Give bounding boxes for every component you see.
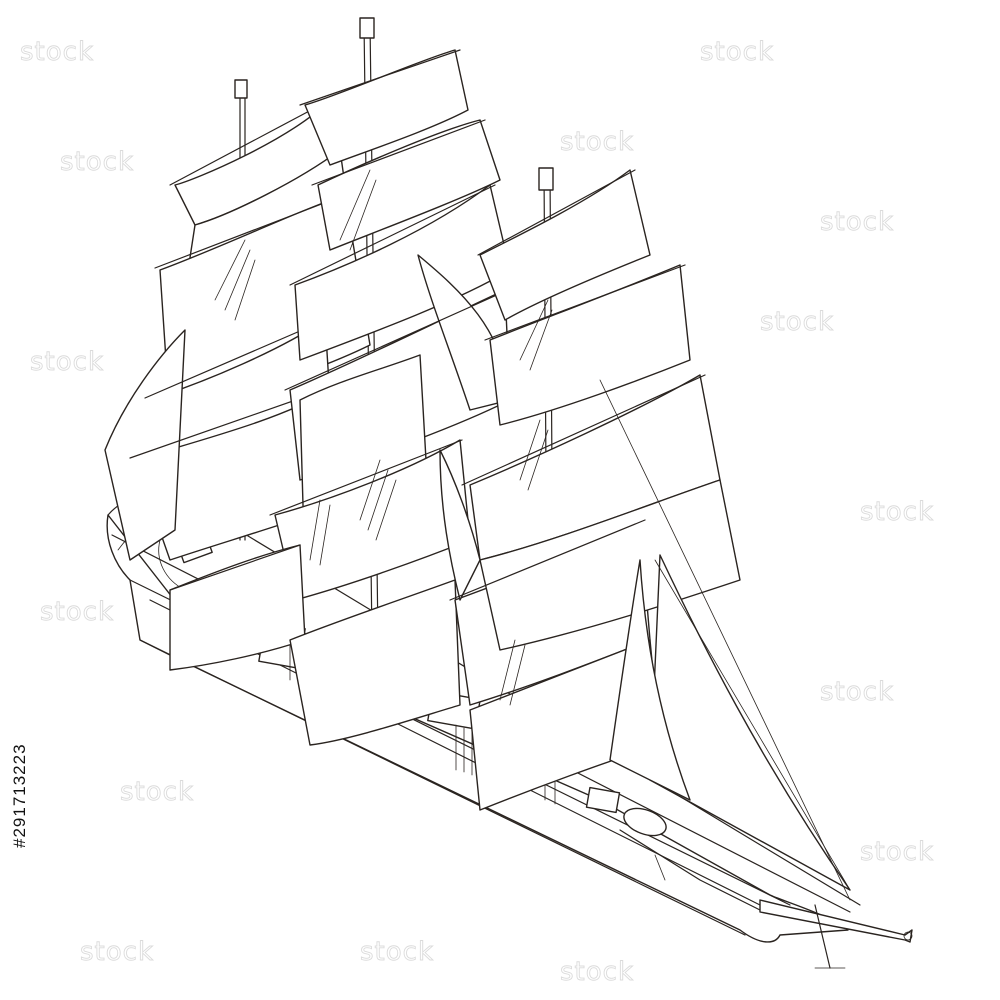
watermark-text: stock [560,127,634,157]
watermark-text: stock [820,207,894,237]
mizzen-sails [104,99,371,561]
watermark-text: stock [40,597,114,627]
watermark-pattern: stock stock stock stock stock stock stoc… [20,37,934,988]
jib-sails [599,379,851,901]
watermark-text: stock [80,937,154,967]
stock-id-text: #291713223 [10,743,29,848]
watermark-text: stock [60,147,134,177]
rigging [214,169,553,706]
watermark-text: stock [820,677,894,707]
watermark-text: stock [700,37,774,67]
watermark-text: stock [20,37,94,67]
watermark-text: stock [860,837,934,867]
bowsprit [759,899,913,969]
watermark-text: stock [760,307,834,337]
watermark-text: stock [860,497,934,527]
fore-sails [439,169,741,811]
watermark-text: stock [30,347,104,377]
watermark-text: stock [560,957,634,987]
watermark-text: stock [360,937,434,967]
watermark-text: stock [120,777,194,807]
main-sails [169,49,511,746]
